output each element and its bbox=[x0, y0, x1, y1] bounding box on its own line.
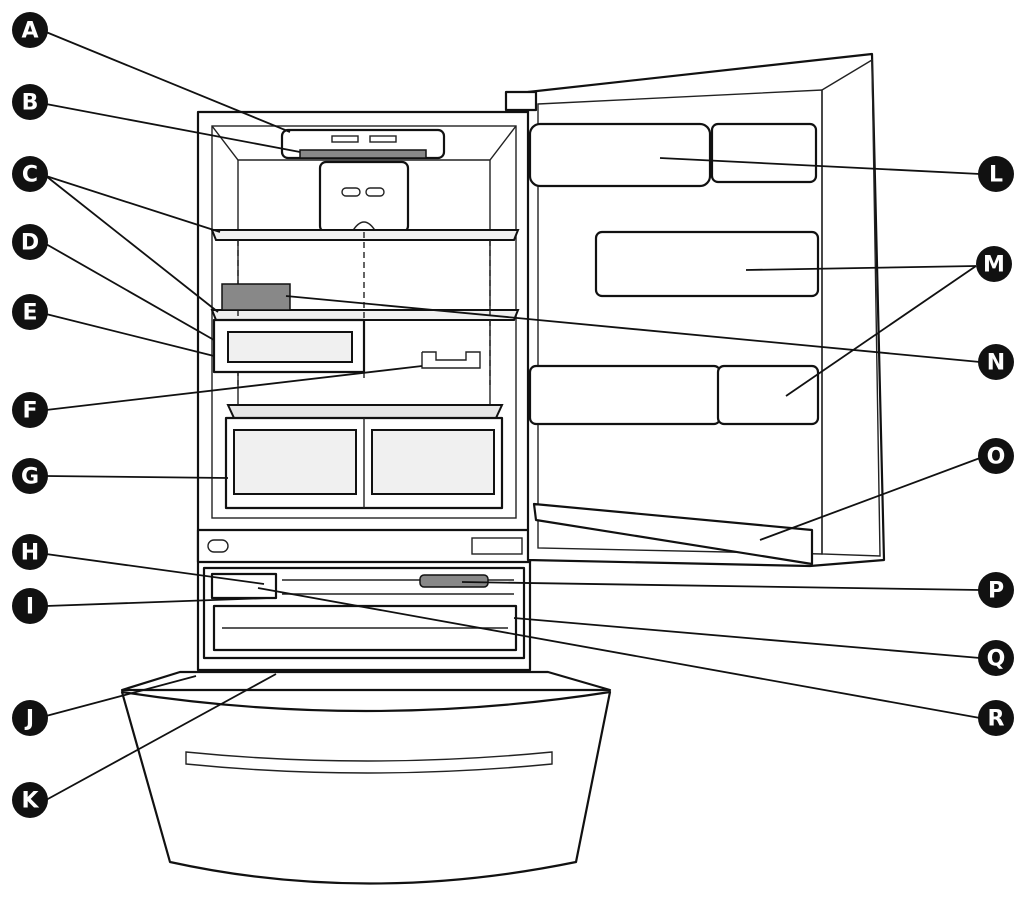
callout-o: O bbox=[978, 438, 1014, 474]
callout-k: K bbox=[12, 782, 48, 818]
svg-text:J: J bbox=[24, 707, 34, 732]
svg-text:Q: Q bbox=[987, 647, 1006, 672]
utility-tray bbox=[421, 351, 481, 369]
callout-f: F bbox=[12, 392, 48, 428]
svg-text:O: O bbox=[987, 445, 1006, 470]
callout-g: G bbox=[12, 458, 48, 494]
callout-l: L bbox=[978, 156, 1014, 192]
callout-b: B bbox=[12, 84, 48, 120]
svg-text:K: K bbox=[21, 789, 39, 814]
svg-text:I: I bbox=[26, 595, 34, 620]
freezer-upper-basket bbox=[202, 566, 526, 660]
svg-text:G: G bbox=[21, 465, 39, 490]
svg-text:E: E bbox=[22, 301, 37, 326]
callout-q: Q bbox=[978, 640, 1014, 676]
svg-text:D: D bbox=[21, 231, 39, 256]
shelf-item bbox=[221, 283, 291, 311]
snack-drawer bbox=[212, 318, 366, 374]
callout-j: J bbox=[12, 700, 48, 736]
callout-h: H bbox=[12, 534, 48, 570]
callout-n: N bbox=[978, 344, 1014, 380]
callout-m: M bbox=[976, 246, 1012, 282]
svg-text:F: F bbox=[22, 399, 37, 424]
svg-text:B: B bbox=[22, 91, 39, 116]
svg-text:N: N bbox=[987, 351, 1005, 376]
callout-d: D bbox=[12, 224, 48, 260]
lower-grille bbox=[196, 528, 532, 564]
svg-text:M: M bbox=[983, 253, 1005, 278]
svg-text:C: C bbox=[22, 163, 38, 188]
control-panel bbox=[280, 128, 446, 160]
callout-i: I bbox=[12, 588, 48, 624]
callout-e: E bbox=[12, 294, 48, 330]
glass-shelves bbox=[210, 229, 520, 385]
svg-text:R: R bbox=[988, 707, 1005, 732]
freezer-drawer bbox=[120, 670, 612, 885]
leader-lines bbox=[45, 31, 981, 801]
callout-c: C bbox=[12, 156, 48, 192]
callout-r: R bbox=[978, 700, 1014, 736]
callout-p: P bbox=[978, 572, 1014, 608]
door-bins bbox=[528, 122, 820, 566]
svg-text:A: A bbox=[21, 19, 38, 44]
callouts: A B C D E F G H I J K L M N O P Q R bbox=[12, 12, 1014, 818]
svg-text:H: H bbox=[21, 541, 39, 566]
svg-text:L: L bbox=[989, 163, 1003, 188]
air-filter-housing bbox=[318, 160, 410, 234]
svg-text:P: P bbox=[988, 579, 1004, 604]
callout-a: A bbox=[12, 12, 48, 48]
crisper-drawers bbox=[224, 404, 504, 510]
